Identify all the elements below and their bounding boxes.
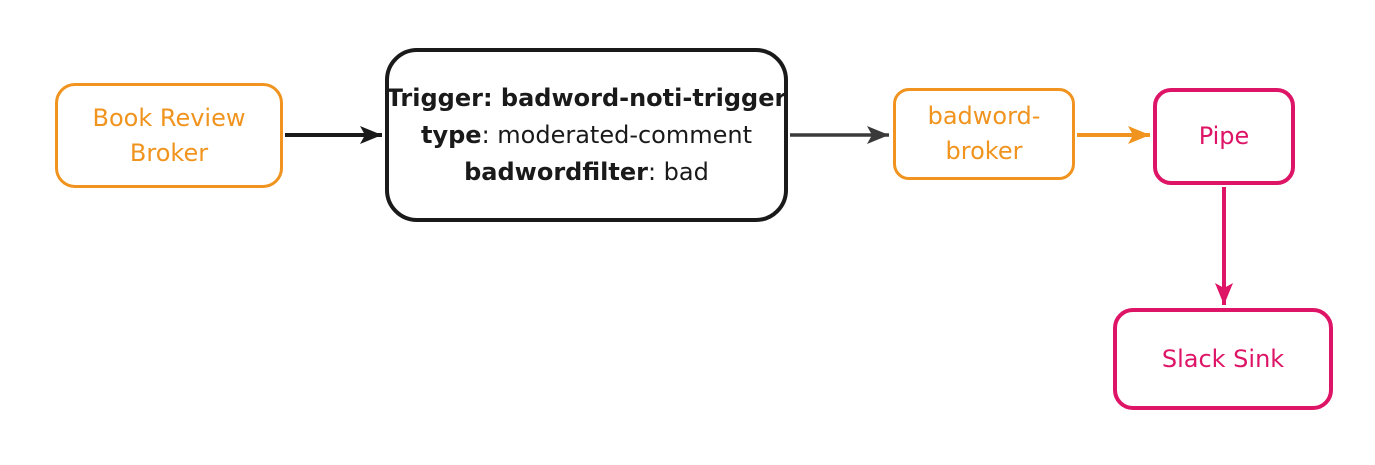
node-label: broker xyxy=(945,137,1023,165)
trigger-type-key: type xyxy=(420,120,482,149)
trigger-filter-value: : bad xyxy=(647,157,709,186)
node-trigger: Trigger: badword-noti-trigger type: mode… xyxy=(385,48,788,222)
node-badword-broker: badword- broker xyxy=(893,88,1075,180)
node-label: Book Review xyxy=(92,103,246,132)
node-book-review-broker: Book Review Broker xyxy=(55,83,283,188)
node-label: Pipe xyxy=(1198,122,1250,151)
trigger-filter-line: badwordfilter: bad xyxy=(464,154,709,191)
trigger-title: Trigger: badword-noti-trigger xyxy=(386,83,787,112)
node-slack-sink: Slack Sink xyxy=(1113,308,1333,410)
trigger-type-line: type: moderated-comment xyxy=(421,117,752,154)
node-pipe: Pipe xyxy=(1153,88,1295,185)
trigger-filter-key: badwordfilter xyxy=(464,157,648,186)
trigger-type-value: : moderated-comment xyxy=(481,120,753,149)
node-label: Slack Sink xyxy=(1161,344,1285,373)
node-label: badword- xyxy=(927,102,1041,131)
node-label: Broker xyxy=(129,138,209,167)
